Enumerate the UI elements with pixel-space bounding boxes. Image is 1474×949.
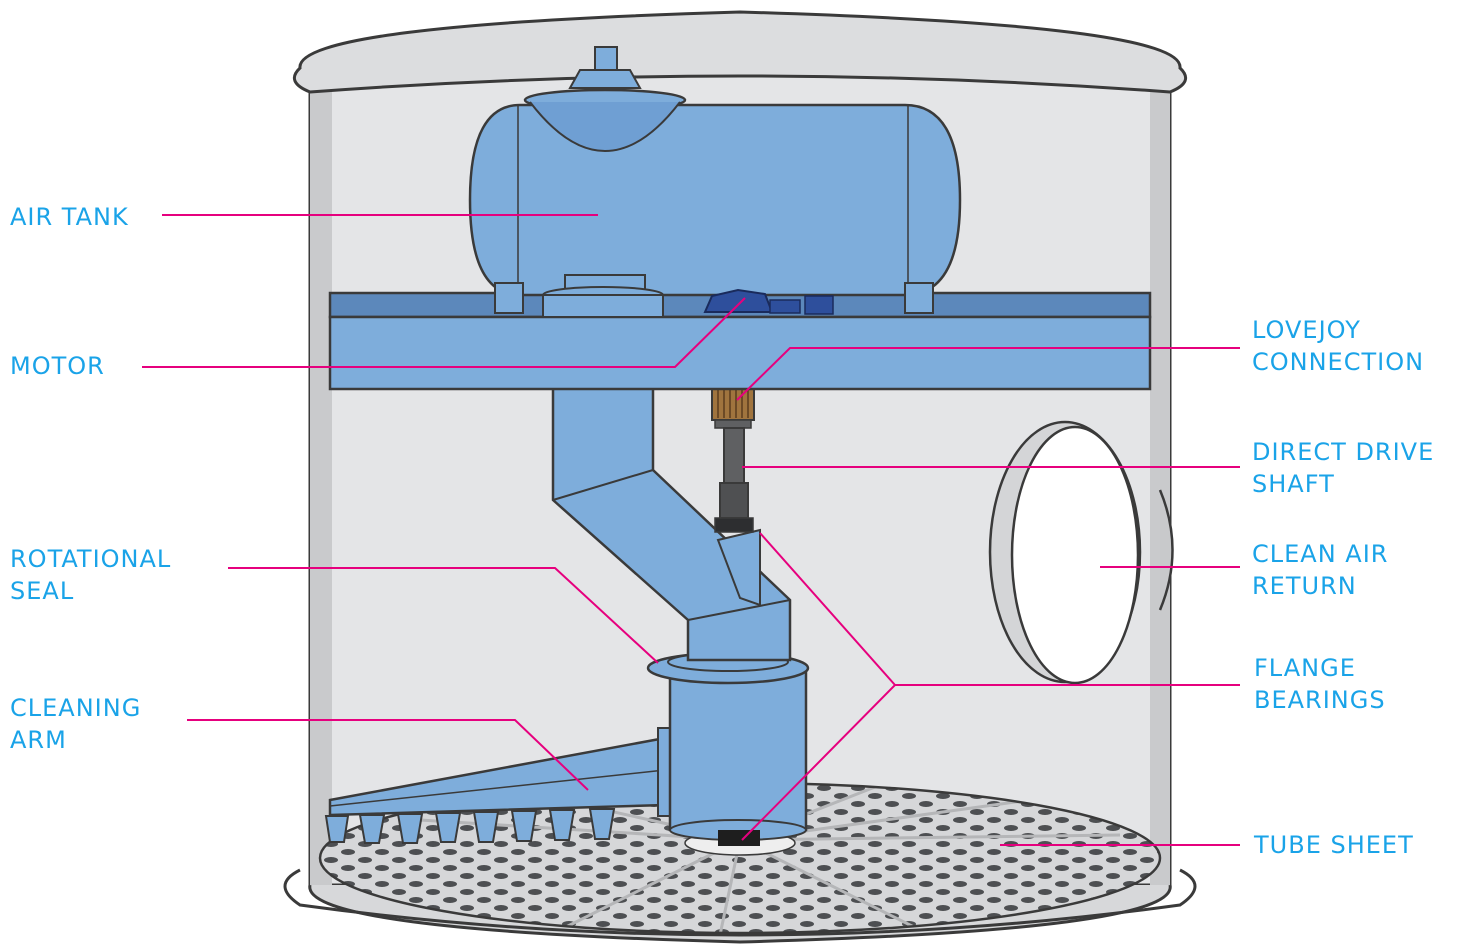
label-lovejoy-line1: LOVEJOY — [1252, 316, 1361, 344]
label-rotational-seal-line2: SEAL — [10, 577, 75, 605]
label-flange-line1: FLANGE — [1254, 654, 1356, 682]
clean-air-return-opening — [988, 420, 1174, 685]
leader-flange-upper — [759, 532, 896, 686]
rotational-seal-assembly — [646, 651, 810, 846]
leader-motor — [142, 297, 746, 368]
label-clean-air-line1: CLEAN AIR — [1252, 540, 1389, 568]
label-flange-line2: BEARINGS — [1254, 686, 1386, 714]
label-shaft-line2: SHAFT — [1252, 470, 1335, 498]
label-clean-air-line2: RETURN — [1252, 572, 1357, 600]
leader-lovejoy — [736, 347, 1240, 401]
label-tube-sheet: TUBE SHEET — [1254, 831, 1414, 859]
leader-flange-lower — [741, 684, 1240, 841]
leader-rotational-seal — [228, 567, 659, 664]
label-shaft-line1: DIRECT DRIVE — [1252, 438, 1435, 466]
label-air-tank: AIR TANK — [10, 203, 129, 231]
label-cleaning-arm-line2: ARM — [10, 726, 67, 754]
label-rotational-seal-line1: ROTATIONAL — [10, 545, 172, 573]
label-lovejoy-line2: CONNECTION — [1252, 348, 1425, 376]
leader-lines — [142, 214, 1240, 846]
label-motor: MOTOR — [10, 352, 105, 380]
duct-elbow — [551, 383, 792, 662]
air-tank — [468, 46, 962, 318]
motor — [703, 288, 834, 315]
leader-cleaning-arm — [187, 719, 589, 791]
label-cleaning-arm-line1: CLEANING — [10, 694, 142, 722]
